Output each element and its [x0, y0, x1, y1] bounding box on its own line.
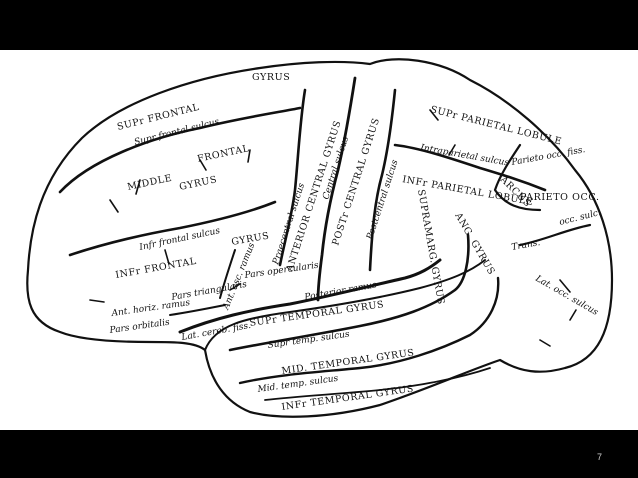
label-lat-cereb-fiss: Lat. cereb. fiss. — [180, 321, 252, 343]
label-trans: Trans. — [511, 238, 541, 253]
ascending-ramus — [219, 249, 236, 299]
lateral-fissure — [178, 258, 442, 334]
page-number: 7 — [596, 452, 602, 462]
label-supr-temp-sulcus: Supr temp. sulcus — [267, 330, 351, 351]
transverse-occipital-sulcus — [518, 223, 592, 247]
label-middle: MIDDLE — [126, 173, 173, 193]
superior-temporal-sulcus — [228, 233, 470, 352]
precentral-sulcus — [278, 88, 307, 267]
label-lat-occ-sulcus: Lat. occ. sulcus — [533, 273, 600, 318]
temporal-outline — [204, 259, 486, 351]
label-parieto-occ: PARIETO OCC. — [520, 192, 600, 203]
inferior-frontal-sulcus — [68, 200, 277, 257]
label-frontal: FRONTAL — [196, 143, 250, 165]
inferior-temporal-sulcus — [264, 367, 491, 401]
label-pars-orbitalis: Pars orbitalis — [108, 318, 171, 337]
label-occ-sulc: occ. sulc. — [558, 208, 602, 228]
brain-lateral-diagram: SUPr FRONTAL GYRUS Supr frontal sulcus M… — [26, 58, 614, 418]
central-sulcus — [316, 76, 357, 302]
horizontal-ramus — [169, 304, 226, 316]
middle-temporal-sulcus — [238, 276, 500, 385]
label-gyrus-top: GYRUS — [252, 72, 290, 83]
slide: SUPr FRONTAL GYRUS Supr frontal sulcus M… — [0, 50, 638, 430]
brain-outline — [26, 58, 614, 418]
label-ant-horiz-ramus: Ant. horiz. ramus — [110, 298, 191, 319]
label-gyrus-mid: GYRUS — [178, 174, 218, 193]
label-inf-frontal-sulcus: Infr frontal sulcus — [138, 226, 222, 253]
label-parieto-occ-fiss: Parieto occ. fiss. — [510, 145, 586, 168]
superior-frontal-sulcus — [58, 106, 302, 194]
postcentral-sulcus — [368, 88, 397, 272]
label-sup-parietal-lobule: SUPr PARIETAL LOBULE — [429, 104, 563, 147]
intraparietal-sulcus — [393, 143, 547, 192]
label-intraparietal-sulcus: Intraparietal sulcus — [418, 143, 509, 169]
label-infr-frontal: INFr FRONTAL — [115, 256, 198, 281]
minor-sulci — [89, 109, 577, 347]
parieto-occipital-fissure — [493, 143, 542, 212]
